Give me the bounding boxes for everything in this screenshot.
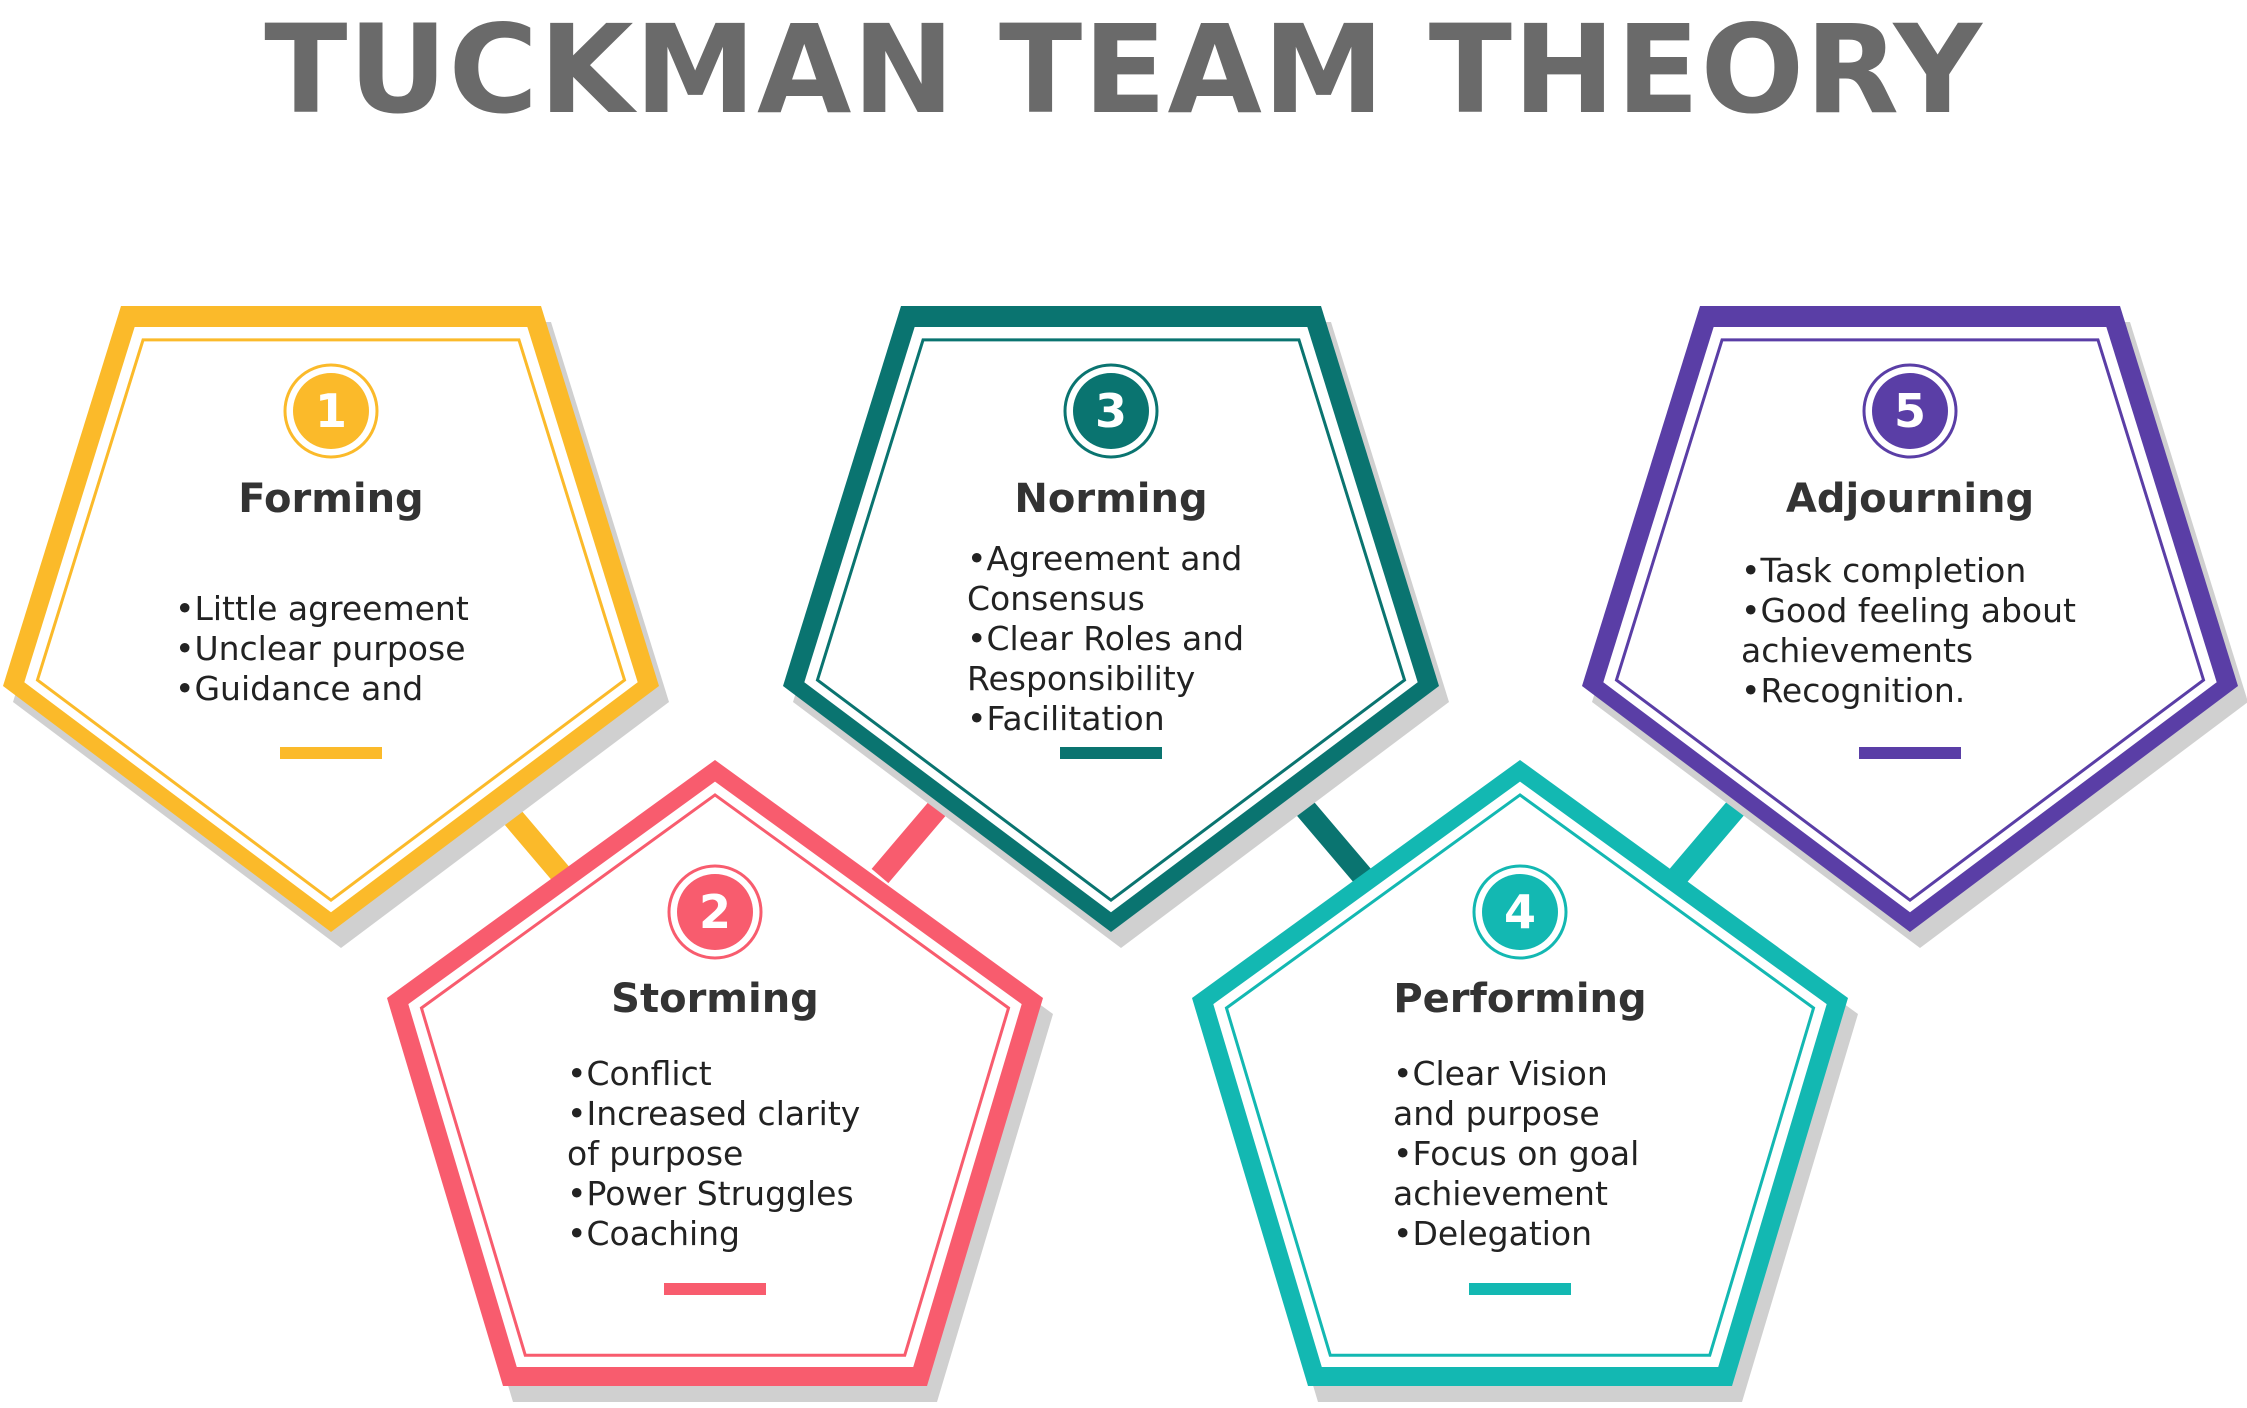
pentagon-inner-outline <box>1614 338 2206 903</box>
stage-number: 2 <box>699 885 731 939</box>
accent-bar <box>1060 747 1162 759</box>
accent-bar <box>1469 1283 1571 1295</box>
stage-number: 3 <box>1095 384 1127 438</box>
stage-point: •Clear Vision <box>1393 1054 1608 1093</box>
stage-point: •Recognition. <box>1741 671 1965 710</box>
stage-point: •Little agreement <box>175 589 469 628</box>
stage-point: •Facilitation <box>967 699 1165 738</box>
pentagon-inner-outline <box>1224 793 1816 1357</box>
pentagon-inner-outline <box>419 793 1011 1357</box>
stage-point: •Conflict <box>567 1054 712 1093</box>
number-badge-ring <box>1063 363 1159 459</box>
pentagon-body <box>804 326 1418 913</box>
stage-point: achievements <box>1741 631 1973 670</box>
stage-title: Forming <box>238 476 423 522</box>
stage-point: of purpose <box>567 1134 743 1173</box>
stage-point: •Focus on goal <box>1393 1134 1639 1173</box>
number-badge <box>1482 874 1558 950</box>
pentagon-body <box>1213 781 1827 1367</box>
stage-point: Consensus <box>967 579 1145 618</box>
connector-line-3 <box>1289 792 1375 888</box>
stage-point: •Unclear purpose <box>175 629 466 668</box>
number-badge-ring <box>1472 864 1568 960</box>
stage-point: •Clear Roles and <box>967 619 1244 658</box>
stage-number: 4 <box>1504 885 1536 939</box>
stage-point: •Task completion <box>1741 551 2026 590</box>
pentagon-body <box>408 781 1022 1367</box>
stage-title: Performing <box>1393 976 1646 1022</box>
stage-point: Responsibility <box>967 659 1195 698</box>
number-badge-ring <box>283 363 379 459</box>
stage-point: •Delegation <box>1393 1214 1592 1253</box>
connector-line-4 <box>1669 788 1755 884</box>
pentagon-body <box>1603 326 2217 913</box>
stage-point: •Increased clarity <box>567 1094 860 1133</box>
stage-number: 5 <box>1894 384 1926 438</box>
stage-point: •Agreement and <box>967 539 1242 578</box>
stage-point: •Guidance and <box>175 669 423 708</box>
number-badge <box>677 874 753 950</box>
number-badge-ring <box>1862 363 1958 459</box>
page-title: TUCKMAN TEAM THEORY <box>264 0 1983 141</box>
stage-point: •Good feeling about <box>1741 591 2076 630</box>
accent-bar <box>664 1283 766 1295</box>
number-badge <box>293 373 369 449</box>
pentagon-inner-outline <box>35 338 627 903</box>
number-badge <box>1872 373 1948 449</box>
stage-title: Storming <box>611 976 819 1022</box>
stage-point: and purpose <box>1393 1094 1600 1133</box>
stage-title: Adjourning <box>1786 476 2034 522</box>
number-badge-ring <box>667 864 763 960</box>
accent-bar <box>1859 747 1961 759</box>
stage-title: Norming <box>1014 476 1207 522</box>
stage-number: 1 <box>315 384 347 438</box>
pentagon-body <box>24 326 638 913</box>
accent-bar <box>280 747 382 759</box>
stage-point: achievement <box>1393 1174 1608 1213</box>
stage-point: •Coaching <box>567 1214 740 1253</box>
stage-point: •Power Struggles <box>567 1174 854 1213</box>
number-badge <box>1073 373 1149 449</box>
pentagon-inner-outline <box>815 338 1407 903</box>
